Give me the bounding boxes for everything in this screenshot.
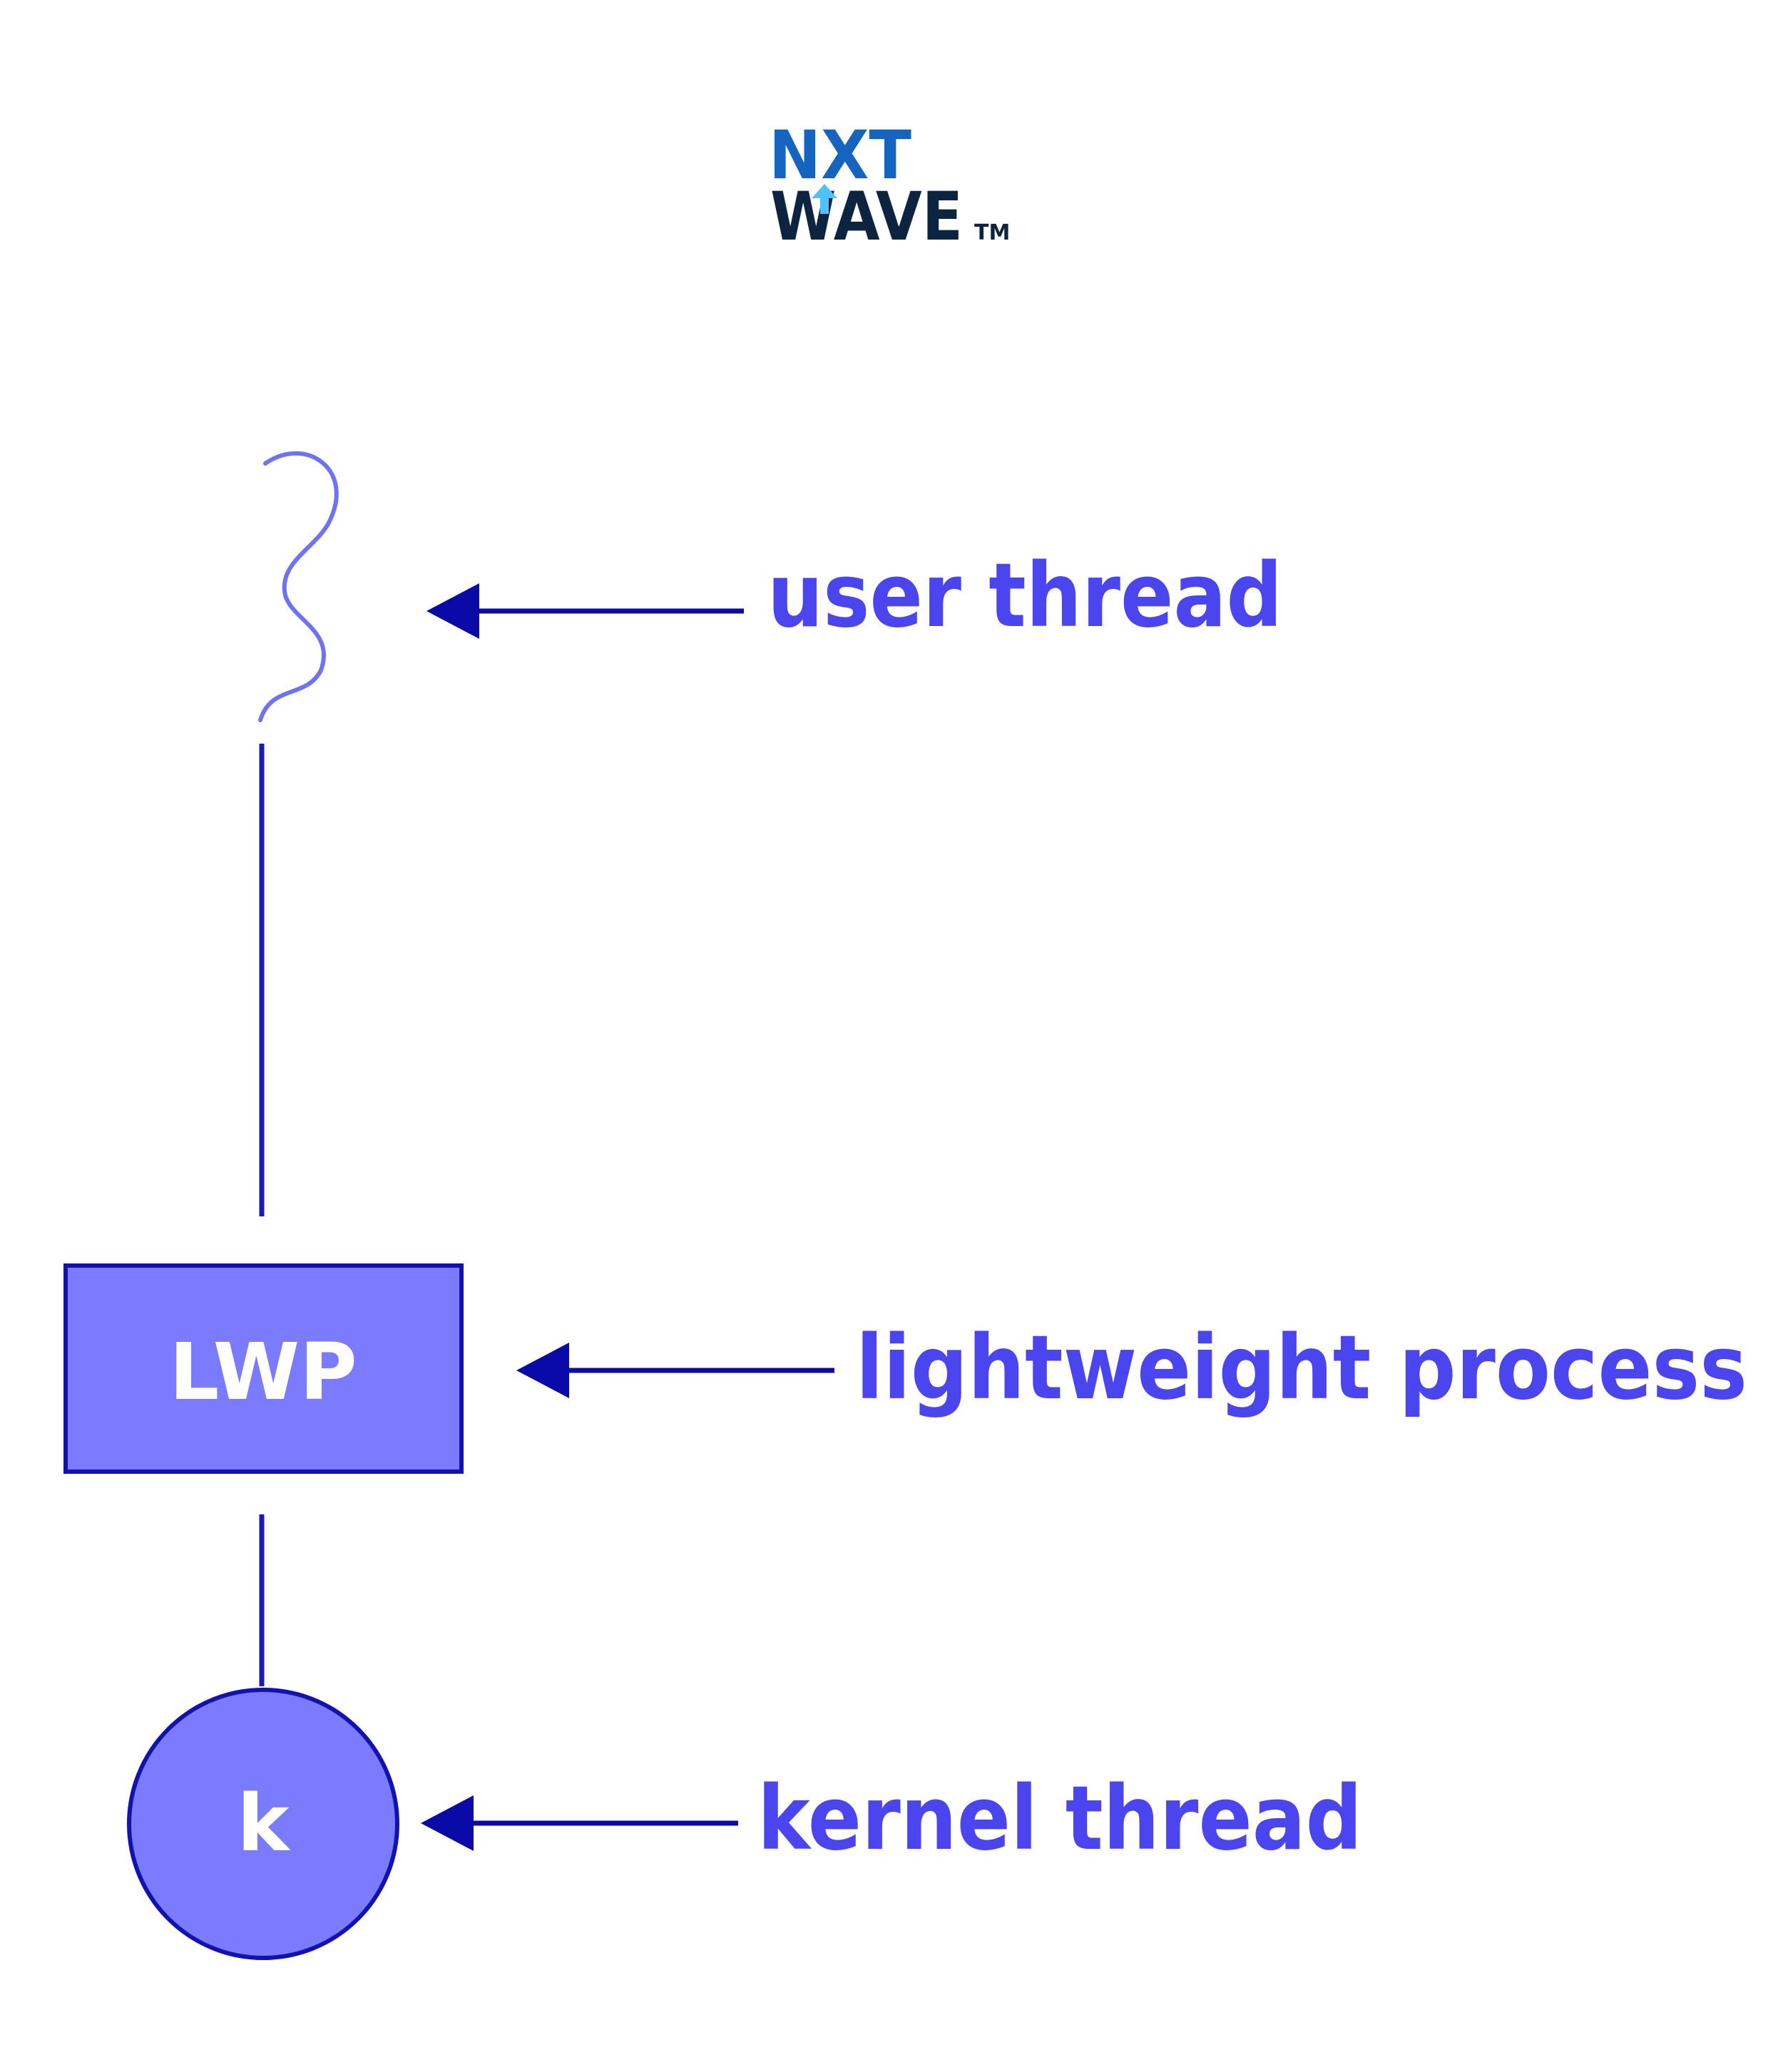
nxtwave-logo: NXT WAVE TM xyxy=(769,117,1010,256)
wavy-thread-icon xyxy=(258,451,339,722)
user-thread-arrow xyxy=(426,583,744,639)
user-thread-arrowhead-icon xyxy=(426,583,479,639)
lwp-arrow xyxy=(516,1343,834,1398)
lwp-label: lightweight process xyxy=(856,1317,1747,1420)
lwp-arrowhead-icon xyxy=(516,1343,569,1398)
logo-line2: WAVE xyxy=(770,178,963,256)
logo-arrow-icon xyxy=(812,184,837,214)
logo-trademark: TM xyxy=(974,220,1010,245)
logo-line1: NXT xyxy=(769,117,911,195)
kernel-thread-arrow xyxy=(421,1795,738,1851)
kernel-thread-arrowhead-icon xyxy=(421,1795,474,1851)
user-thread-label: user thread xyxy=(767,545,1282,647)
lwp-box xyxy=(63,1263,464,1474)
lwp-box-text: LWP xyxy=(169,1326,357,1417)
kernel-thread-label: kernel thread xyxy=(757,1768,1362,1870)
kernel-thread-circle-text: k xyxy=(237,1778,291,1869)
kernel-thread-circle xyxy=(127,1688,399,1960)
